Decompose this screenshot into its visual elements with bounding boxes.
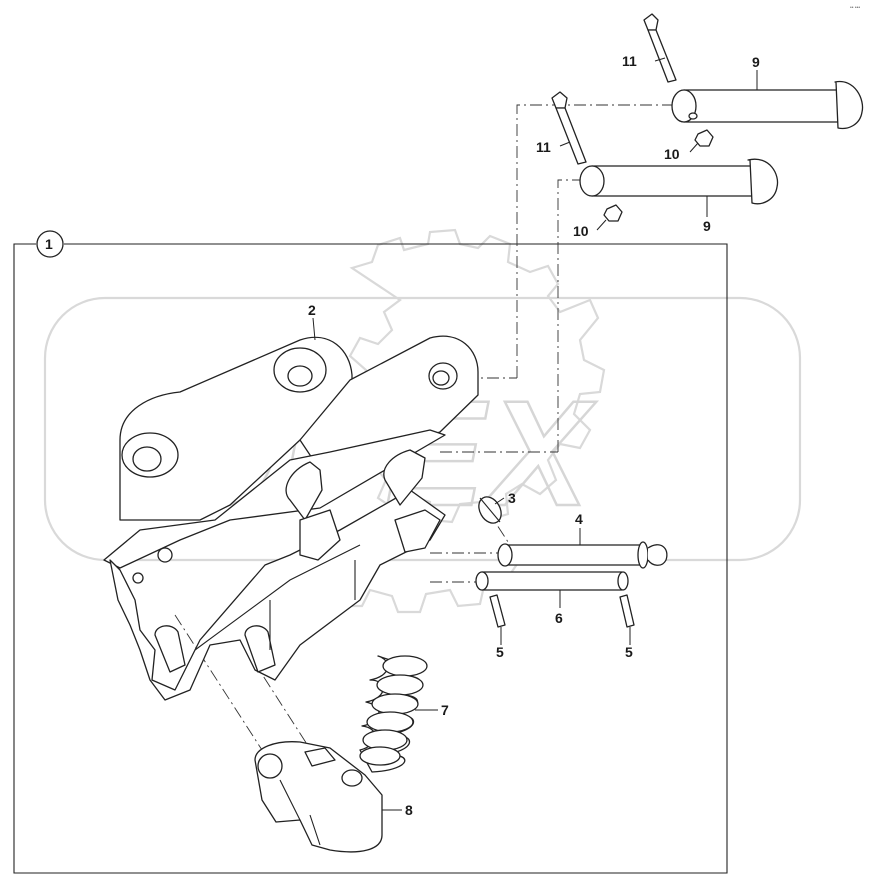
latch <box>254 741 383 853</box>
pin-short <box>497 541 668 569</box>
roll-pins <box>489 594 635 628</box>
pin-long <box>475 571 629 591</box>
callout-pin-short: 4 <box>575 511 583 527</box>
bolts <box>551 13 677 165</box>
corner-mark: •• ••• <box>850 5 860 11</box>
callout-frame: 2 <box>308 302 316 318</box>
callout-latch: 8 <box>405 802 413 818</box>
callout-nut-bottom: 10 <box>573 223 589 239</box>
callout-pin-long: 6 <box>555 610 563 626</box>
callout-bolt-top: 11 <box>622 53 637 69</box>
quick-coupler-frame <box>103 335 479 701</box>
assembly-callout-label: 1 <box>45 236 53 252</box>
assembly-box-outline <box>13 243 728 874</box>
callout-main-pin-bottom: 9 <box>703 218 711 234</box>
spring <box>359 655 428 773</box>
callout-main-pin-top: 9 <box>752 54 760 70</box>
callout-nut-top: 10 <box>664 146 680 162</box>
callouts: 2 11 9 11 10 9 10 3 4 6 5 5 7 8 <box>308 53 760 818</box>
assembly-box: 1 <box>13 230 728 874</box>
nuts <box>603 129 714 222</box>
callout-spring: 7 <box>441 702 449 718</box>
callout-roll-pin-left: 5 <box>496 644 504 660</box>
assembly-callout-circle <box>36 230 64 258</box>
callout-bolt-bottom: 11 <box>536 139 551 155</box>
callout-roll-pin-right: 5 <box>625 644 633 660</box>
main-pin-top <box>671 80 864 130</box>
leader-lines <box>312 57 758 811</box>
watermark-plate <box>43 296 802 562</box>
callout-lynch-pin: 3 <box>508 490 516 506</box>
main-pin-bottom <box>579 158 779 205</box>
